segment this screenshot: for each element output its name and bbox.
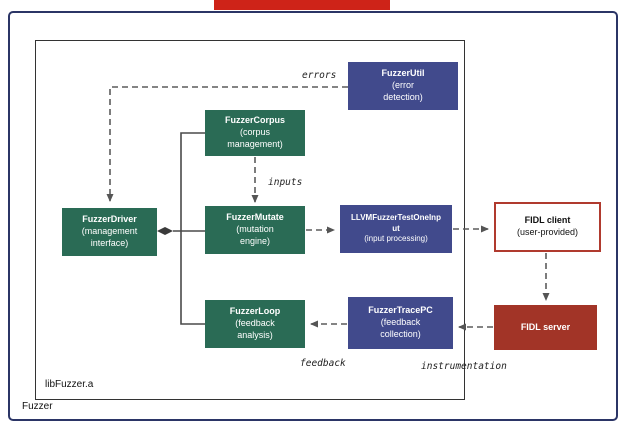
- node-subtitle: (user-provided): [516, 227, 579, 237]
- node-title: LLVMFuzzerTestOneInput: [351, 213, 441, 233]
- edge-label-instrumentation: instrumentation: [421, 361, 507, 372]
- node-llvm-fuzzer-test-one-input: LLVMFuzzerTestOneInput (input processing…: [340, 205, 452, 253]
- node-fuzzer-trace-pc: FuzzerTracePC (feedback collection): [348, 297, 453, 349]
- node-title: FuzzerUtil: [381, 68, 425, 79]
- node-fidl-client: FIDL client (user-provided): [494, 202, 601, 252]
- node-subtitle: (management interface): [81, 226, 138, 248]
- node-title: FIDL client: [524, 215, 571, 226]
- node-title: FuzzerDriver: [82, 214, 137, 225]
- node-fuzzer-loop: FuzzerLoop (feedback analysis): [205, 300, 305, 348]
- top-red-bar: [214, 0, 390, 10]
- node-title: FuzzerCorpus: [224, 115, 285, 126]
- fuzzer-boundary-frame: [8, 11, 618, 421]
- node-subtitle: (corpus management): [227, 127, 283, 149]
- edge-label-feedback: feedback: [300, 358, 346, 369]
- node-subtitle: (mutation engine): [236, 224, 274, 246]
- libfuzzer-boundary-frame: [35, 40, 465, 400]
- node-fidl-server: FIDL server: [494, 305, 597, 350]
- node-subtitle: (feedback analysis): [235, 318, 275, 340]
- node-subtitle: (error detection): [383, 80, 423, 102]
- node-fuzzer-mutate: FuzzerMutate (mutation engine): [205, 206, 305, 254]
- libfuzzer-frame-label: libFuzzer.a: [45, 379, 94, 390]
- node-title: FIDL server: [520, 321, 571, 332]
- node-subtitle: (feedback collection): [380, 317, 421, 339]
- node-fuzzer-driver: FuzzerDriver (management interface): [62, 208, 157, 256]
- fuzzer-frame-label: Fuzzer: [22, 401, 53, 412]
- edge-label-inputs: inputs: [268, 177, 303, 188]
- node-title: FuzzerTracePC: [368, 305, 433, 316]
- node-fuzzer-util: FuzzerUtil (error detection): [348, 62, 458, 110]
- edge-label-errors: errors: [302, 70, 337, 81]
- node-title: FuzzerLoop: [229, 306, 281, 317]
- node-subtitle: (input processing): [364, 234, 428, 244]
- node-fuzzer-corpus: FuzzerCorpus (corpus management): [205, 110, 305, 156]
- node-title: FuzzerMutate: [226, 212, 284, 223]
